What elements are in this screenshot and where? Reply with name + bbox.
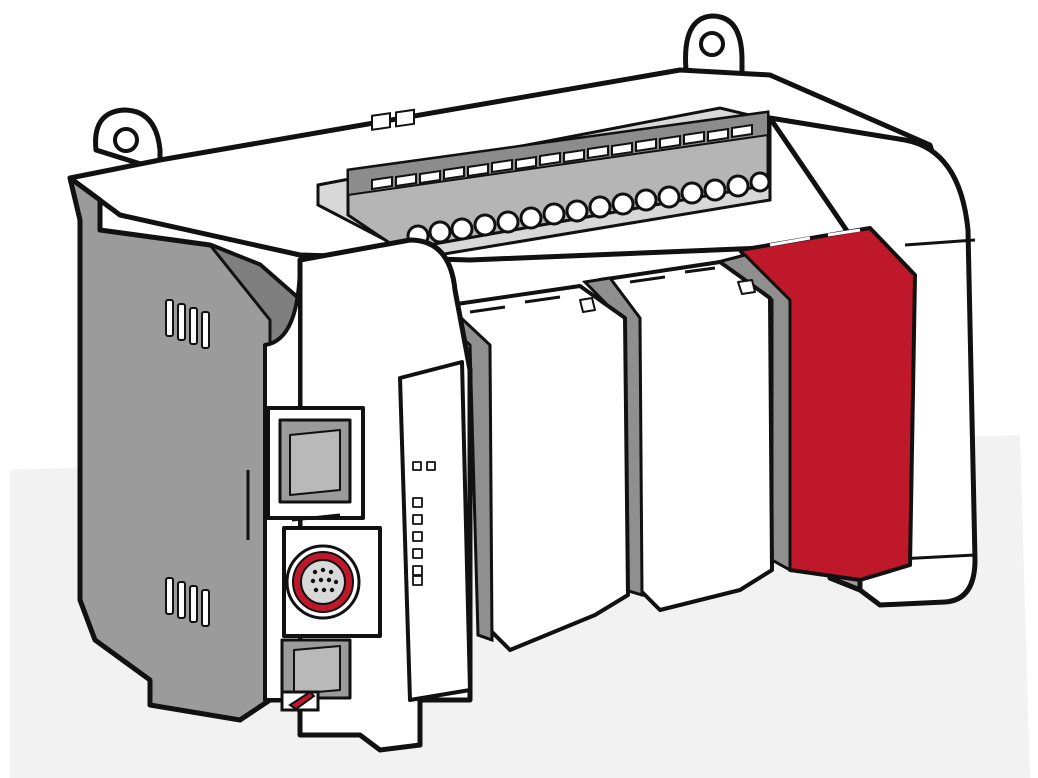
status-leds bbox=[412, 461, 436, 586]
mounting-hole-left bbox=[113, 127, 139, 153]
vent-slots-lower bbox=[165, 577, 210, 627]
vent-slots-upper bbox=[165, 299, 210, 349]
terminal-top-tabs bbox=[371, 123, 753, 191]
terminal-screws bbox=[406, 171, 771, 248]
terminal-block bbox=[346, 108, 771, 252]
serial-connector bbox=[285, 544, 361, 620]
terminal-tabs bbox=[371, 108, 415, 131]
io-module-2 bbox=[598, 260, 774, 612]
mounting-hole-right bbox=[699, 31, 725, 57]
status-led-panel bbox=[398, 360, 472, 702]
run-switch bbox=[280, 690, 320, 712]
